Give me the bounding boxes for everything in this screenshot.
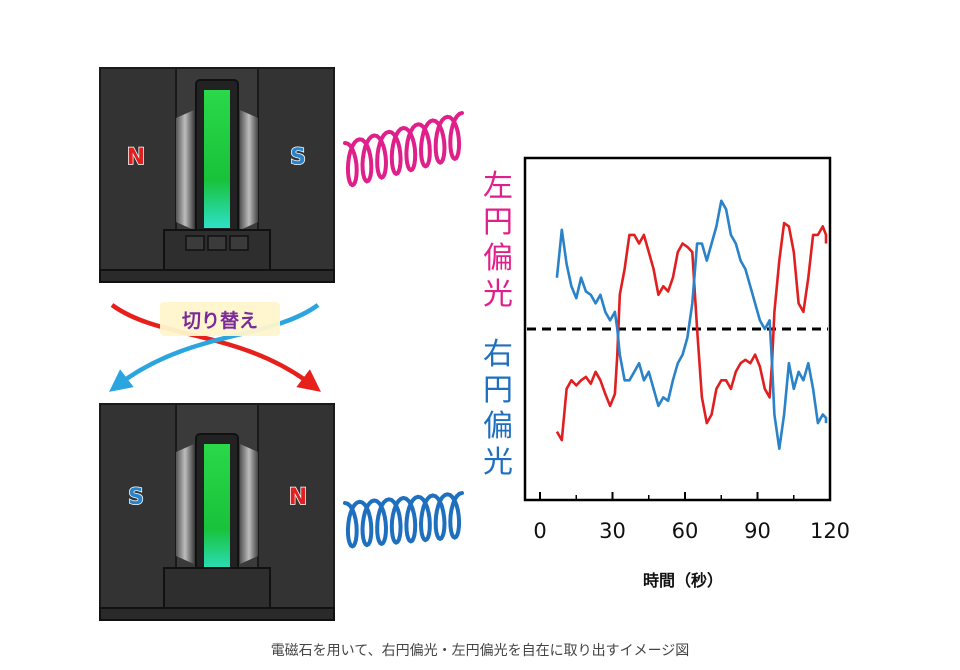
x-tick-label: 0 — [533, 519, 546, 543]
ylabel-char: 円 — [483, 373, 513, 408]
ylabel-char: 右 — [483, 337, 513, 372]
x-tick-label: 60 — [672, 519, 699, 543]
ylabel-char: 円 — [483, 205, 513, 240]
series-line-0 — [555, 221, 828, 442]
figure-caption: 電磁石を用いて、右円偏光・左円偏光を自在に取り出すイメージ図 — [270, 643, 690, 659]
bottom-glow-cell — [204, 444, 230, 574]
right-circular-spring-icon — [343, 491, 464, 549]
ylabel-right-circular: 右円偏光 — [483, 337, 513, 480]
top-left-pole: N — [127, 145, 145, 170]
series-line-1 — [555, 199, 828, 450]
left-circular-spring-icon — [343, 111, 464, 188]
bottom-left-pole: S — [128, 485, 144, 510]
ylabel-char: 偏 — [483, 241, 513, 276]
top-magnet-assembly: N S — [99, 67, 335, 283]
blue-switch-arrow — [109, 303, 320, 392]
ylabel-left-circular: 左円偏光 — [483, 169, 513, 312]
ylabel-char: 偏 — [483, 409, 513, 444]
ylabel-char: 光 — [483, 277, 513, 312]
x-tick-label: 120 — [810, 519, 850, 543]
x-tick-label: 90 — [744, 519, 771, 543]
switch-label: 切り替え — [182, 309, 258, 332]
top-glow-cell — [204, 90, 230, 228]
ylabel-char: 光 — [483, 445, 513, 480]
top-right-pole: S — [290, 145, 306, 170]
ylabel-char: 左 — [483, 169, 513, 204]
x-tick-label: 30 — [599, 519, 626, 543]
red-switch-arrow — [110, 303, 321, 392]
bottom-right-pole: N — [289, 485, 307, 510]
switch-arrows: 切り替え — [109, 302, 321, 392]
bottom-magnet-assembly: S N — [99, 403, 335, 621]
xaxis-label: 時間（秒） — [643, 571, 723, 590]
